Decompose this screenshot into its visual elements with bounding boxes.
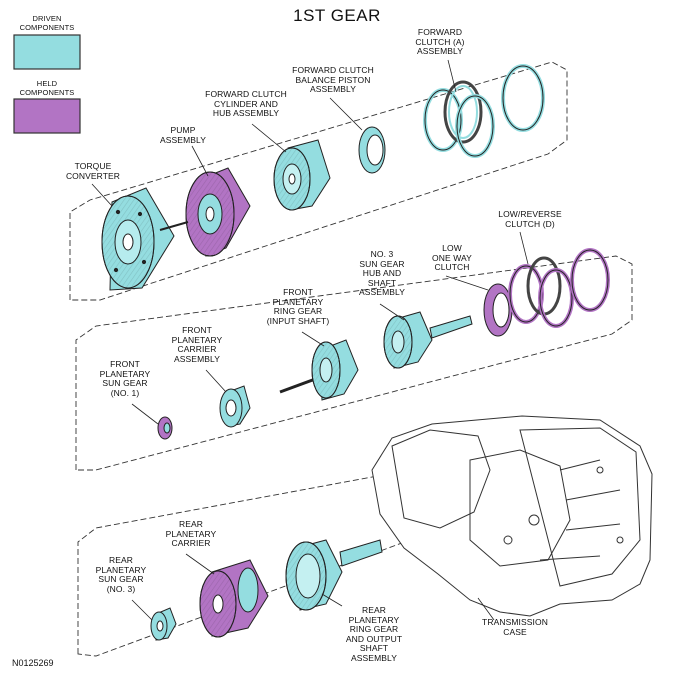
- forward-clutch-a-plates: [423, 64, 545, 158]
- low-reverse-clutch-d-plates: [508, 248, 610, 328]
- front-planetary-ring-gear: [279, 339, 359, 401]
- legend-driven-label: DRIVEN COMPONENTS: [19, 14, 75, 32]
- forward-clutch-cylinder: [273, 139, 331, 211]
- rear-planetary-sun-gear: [150, 607, 177, 641]
- balance-piston: [358, 126, 386, 174]
- leader-lines: [91, 59, 529, 621]
- bracket-input-group: [69, 61, 568, 301]
- legend-driven-swatch: [13, 34, 81, 70]
- low-one-way-clutch: [483, 283, 513, 337]
- legend-held-label: HELD COMPONENTS: [19, 79, 75, 97]
- rear-planetary-ring-gear: [285, 539, 383, 611]
- bracket-front-planetary-group: [75, 255, 633, 471]
- torque-converter: [101, 187, 175, 291]
- front-planetary-carrier: [219, 385, 251, 428]
- pump-assembly: [159, 167, 251, 257]
- no3-sun-gear-hub: [383, 311, 473, 369]
- front-planetary-sun-gear: [157, 416, 173, 440]
- page-title: 1ST GEAR: [293, 6, 381, 25]
- transmission-case: [371, 415, 653, 617]
- legend-held-swatch: [13, 98, 81, 134]
- figure-id: N0125269: [12, 658, 54, 668]
- rear-planetary-carrier: [199, 559, 269, 638]
